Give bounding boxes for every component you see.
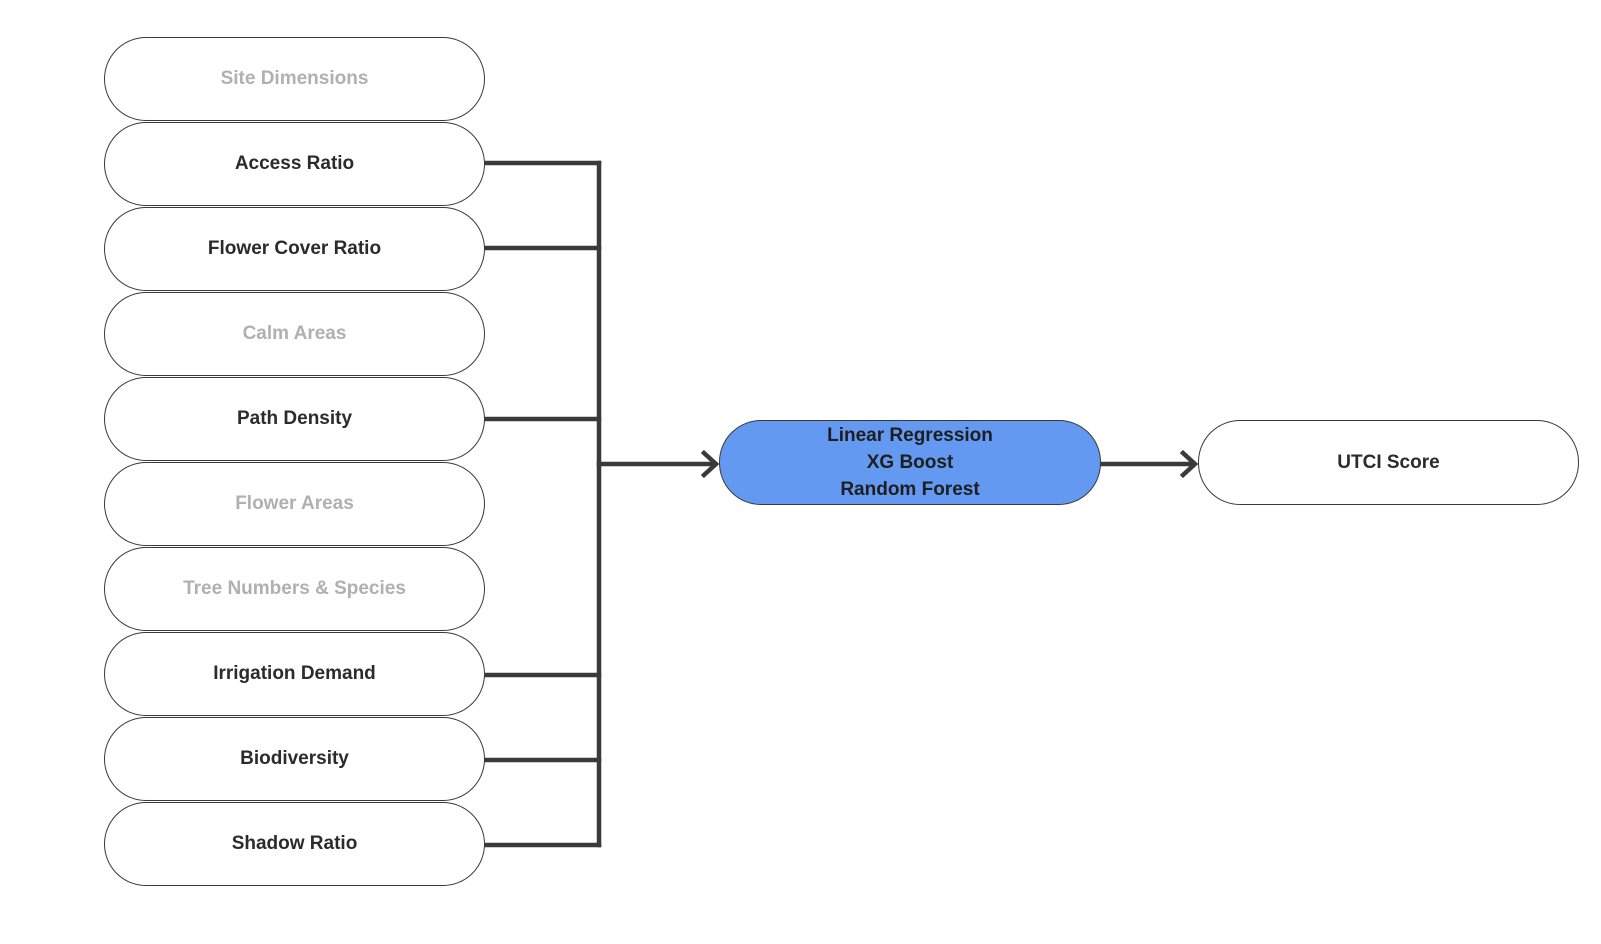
model-line-random-forest: Random Forest — [840, 479, 980, 500]
feature-label: Shadow Ratio — [231, 833, 358, 854]
feature-tree-numbers-species: Tree Numbers & Species — [104, 547, 485, 631]
feature-label: Tree Numbers & Species — [183, 578, 406, 599]
feature-calm-areas: Calm Areas — [104, 292, 485, 376]
model-node: Linear Regression XG Boost Random Forest — [719, 420, 1101, 505]
feature-label: Irrigation Demand — [213, 663, 376, 684]
feature-label: Flower Cover Ratio — [207, 238, 382, 259]
output-node: UTCI Score — [1198, 420, 1579, 505]
feature-label: Site Dimensions — [220, 68, 369, 89]
feature-biodiversity: Biodiversity — [104, 717, 485, 801]
feature-label: Calm Areas — [242, 323, 347, 344]
arrow-to-model-head — [700, 449, 720, 479]
feature-flower-cover-ratio: Flower Cover Ratio — [104, 207, 485, 291]
feature-label: Path Density — [236, 408, 353, 429]
feature-label: Biodiversity — [240, 748, 349, 769]
feature-irrigation-demand: Irrigation Demand — [104, 632, 485, 716]
arrow-to-output-head — [1179, 449, 1199, 479]
feature-flower-areas: Flower Areas — [104, 462, 485, 546]
feature-site-dimensions: Site Dimensions — [104, 37, 485, 121]
model-line-xg-boost: XG Boost — [866, 452, 954, 473]
feature-path-density: Path Density — [104, 377, 485, 461]
feature-access-ratio: Access Ratio — [104, 122, 485, 206]
output-label: UTCI Score — [1337, 451, 1440, 473]
model-line-linear-regression: Linear Regression — [827, 425, 993, 446]
feature-label: Flower Areas — [235, 493, 354, 514]
feature-shadow-ratio: Shadow Ratio — [104, 802, 485, 886]
feature-label: Access Ratio — [234, 153, 355, 174]
